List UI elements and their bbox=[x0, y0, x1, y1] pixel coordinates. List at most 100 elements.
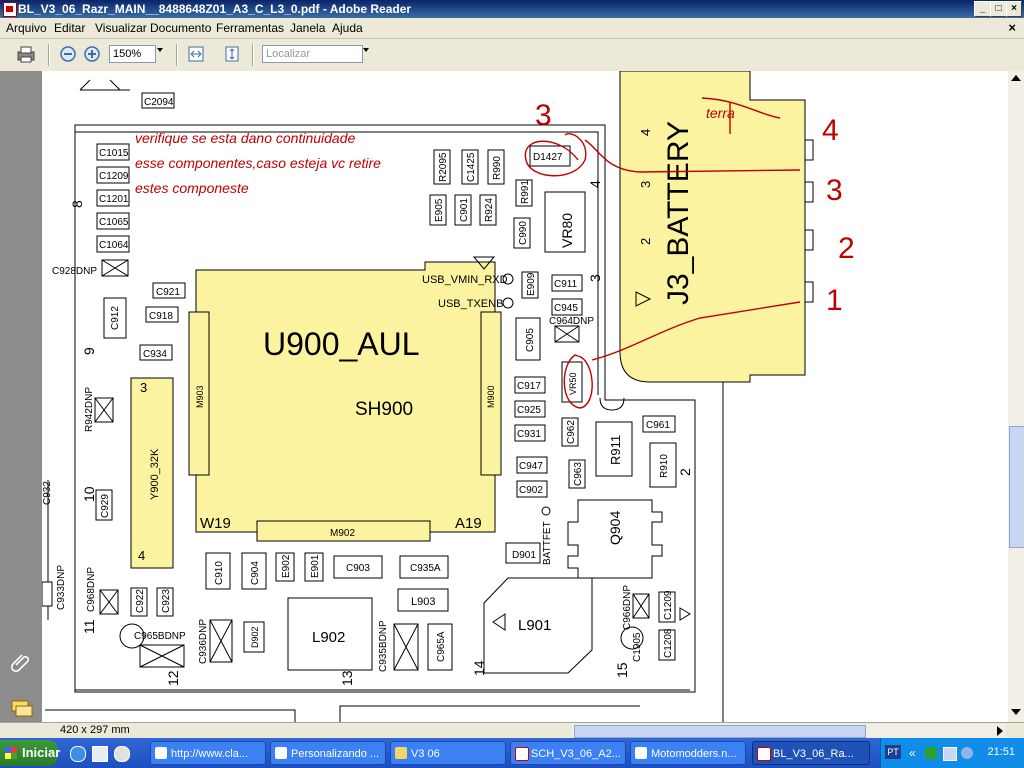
svg-text:C911: C911 bbox=[554, 279, 578, 290]
maximize-button[interactable]: □ bbox=[990, 1, 1007, 17]
pdf-icon bbox=[515, 747, 529, 761]
svg-text:C2094: C2094 bbox=[144, 97, 174, 108]
svg-text:4: 4 bbox=[822, 114, 839, 147]
status-bar: 420 x 297 mm bbox=[0, 722, 1024, 739]
svg-text:C1201: C1201 bbox=[99, 194, 129, 205]
svg-text:C935BDNP: C935BDNP bbox=[378, 620, 389, 672]
svg-text:VR50: VR50 bbox=[568, 372, 578, 395]
svg-text:R2095: R2095 bbox=[438, 152, 449, 182]
desktop-quicklaunch-icon[interactable] bbox=[92, 746, 108, 762]
svg-text:C922: C922 bbox=[135, 589, 146, 613]
svg-text:C923: C923 bbox=[161, 589, 172, 613]
svg-text:C928DNP: C928DNP bbox=[52, 266, 97, 277]
svg-text:4: 4 bbox=[587, 180, 603, 188]
schematic-page: J3_BATTERY 4 3 2 U900_AUL SH900 W19 A19 … bbox=[42, 71, 855, 722]
svg-text:3: 3 bbox=[535, 99, 552, 132]
task-browser-1[interactable]: http://www.cla... bbox=[150, 741, 266, 765]
svg-text:C963: C963 bbox=[573, 462, 584, 486]
document-view[interactable]: J3_BATTERY 4 3 2 U900_AUL SH900 W19 A19 … bbox=[42, 71, 1008, 722]
user-icon[interactable] bbox=[961, 747, 973, 759]
svg-text:4: 4 bbox=[638, 129, 653, 136]
svg-text:C1209: C1209 bbox=[663, 590, 674, 620]
minimize-button[interactable]: _ bbox=[974, 1, 991, 17]
svg-text:C934: C934 bbox=[143, 349, 167, 360]
task-browser-2[interactable]: Personalizando ... bbox=[270, 741, 386, 765]
svg-text:W19: W19 bbox=[200, 515, 231, 532]
menu-ajuda[interactable]: Ajuda bbox=[332, 21, 363, 35]
language-indicator[interactable]: PT bbox=[885, 745, 901, 759]
find-input[interactable]: Localizar bbox=[262, 45, 363, 63]
task-pdf-active[interactable]: BL_V3_06_Ra... bbox=[752, 741, 870, 765]
svg-text:E901: E901 bbox=[310, 554, 321, 578]
task-browser-3[interactable]: Motomodders.n... bbox=[630, 741, 746, 765]
tray-app-icon[interactable] bbox=[925, 747, 937, 759]
print-icon[interactable] bbox=[16, 44, 36, 64]
task-folder[interactable]: V3 06 bbox=[390, 741, 506, 765]
vertical-scrollbar[interactable] bbox=[1008, 71, 1024, 722]
svg-text:R991: R991 bbox=[520, 180, 531, 204]
scroll-up-icon[interactable] bbox=[1011, 75, 1021, 81]
svg-text:E905: E905 bbox=[434, 198, 445, 222]
close-document-button[interactable]: × bbox=[1008, 20, 1016, 35]
svg-text:C918: C918 bbox=[149, 311, 173, 322]
clock: 21:51 bbox=[987, 746, 1015, 758]
svg-text:C968DNP: C968DNP bbox=[86, 567, 97, 612]
menu-janela[interactable]: Janela bbox=[290, 21, 326, 35]
svg-text:C910: C910 bbox=[214, 561, 225, 585]
task-pdf-schematic[interactable]: SCH_V3_06_A2... bbox=[510, 741, 626, 765]
start-button[interactable]: Iniciar bbox=[0, 740, 60, 766]
attachment-icon[interactable] bbox=[10, 651, 32, 673]
media-quicklaunch-icon[interactable] bbox=[114, 746, 130, 762]
svg-text:C1065: C1065 bbox=[99, 217, 129, 228]
svg-text:C936DNP: C936DNP bbox=[198, 619, 209, 664]
menu-editar[interactable]: Editar bbox=[54, 21, 86, 35]
svg-text:R990: R990 bbox=[492, 156, 503, 180]
vertical-scroll-thumb[interactable] bbox=[1009, 426, 1024, 548]
svg-text:D901: D901 bbox=[512, 550, 536, 561]
menu-arquivo[interactable]: Arquivo bbox=[6, 21, 47, 35]
scroll-right-icon[interactable] bbox=[997, 726, 1003, 736]
title-bar: BL_V3_06_Razr_MAIN__8488648Z01_A3_C_L3_0… bbox=[0, 0, 1024, 18]
svg-text:C917: C917 bbox=[517, 381, 541, 392]
svg-text:13: 13 bbox=[339, 670, 355, 686]
menu-bar: Arquivo Editar Visualizar Documento Ferr… bbox=[0, 18, 1024, 39]
svg-text:C933DNP: C933DNP bbox=[56, 565, 67, 610]
ie-quicklaunch-icon[interactable] bbox=[70, 746, 86, 762]
svg-text:L903: L903 bbox=[411, 596, 435, 608]
tray-expand-icon[interactable]: « bbox=[909, 746, 916, 760]
zoom-in-icon[interactable] bbox=[82, 44, 102, 64]
svg-text:C902: C902 bbox=[519, 485, 543, 496]
scroll-down-icon[interactable] bbox=[1011, 709, 1021, 715]
svg-text:R924: R924 bbox=[484, 198, 495, 222]
horizontal-scroll-thumb[interactable] bbox=[574, 725, 866, 738]
zoom-dropdown-icon[interactable] bbox=[157, 48, 163, 52]
svg-text:10: 10 bbox=[81, 486, 97, 502]
svg-text:C990: C990 bbox=[518, 221, 529, 245]
fit-page-icon[interactable] bbox=[222, 44, 242, 64]
menu-visualizar[interactable]: Visualizar bbox=[95, 21, 147, 35]
svg-text:C904: C904 bbox=[250, 561, 261, 585]
svg-text:2: 2 bbox=[677, 468, 693, 476]
zoom-field[interactable]: 150% bbox=[109, 45, 156, 63]
menu-ferramentas[interactable]: Ferramentas bbox=[216, 21, 285, 35]
close-window-button[interactable]: × bbox=[1006, 1, 1022, 17]
battery-label: J3_BATTERY bbox=[662, 121, 695, 305]
svg-text:E902: E902 bbox=[281, 554, 292, 578]
find-dropdown-icon[interactable] bbox=[363, 48, 369, 52]
svg-text:3: 3 bbox=[638, 181, 653, 188]
fit-width-icon[interactable] bbox=[186, 44, 206, 64]
svg-text:VR80: VR80 bbox=[559, 213, 575, 248]
svg-text:11: 11 bbox=[81, 619, 97, 634]
window-title: BL_V3_06_Razr_MAIN__8488648Z01_A3_C_L3_0… bbox=[18, 2, 412, 16]
zoom-out-icon[interactable] bbox=[58, 44, 78, 64]
horizontal-scrollbar[interactable] bbox=[572, 724, 1006, 738]
svg-text:BATTFET: BATTFET bbox=[542, 521, 553, 565]
annotation-line-1: verifique se esta dano continuidade bbox=[135, 130, 355, 146]
network-icon[interactable] bbox=[943, 747, 957, 761]
pdf-icon bbox=[757, 747, 771, 761]
comments-icon[interactable] bbox=[10, 699, 34, 719]
svg-text:C965A: C965A bbox=[436, 631, 447, 662]
side-panel bbox=[0, 71, 42, 722]
menu-documento[interactable]: Documento bbox=[150, 21, 212, 35]
svg-text:C903: C903 bbox=[346, 563, 370, 574]
